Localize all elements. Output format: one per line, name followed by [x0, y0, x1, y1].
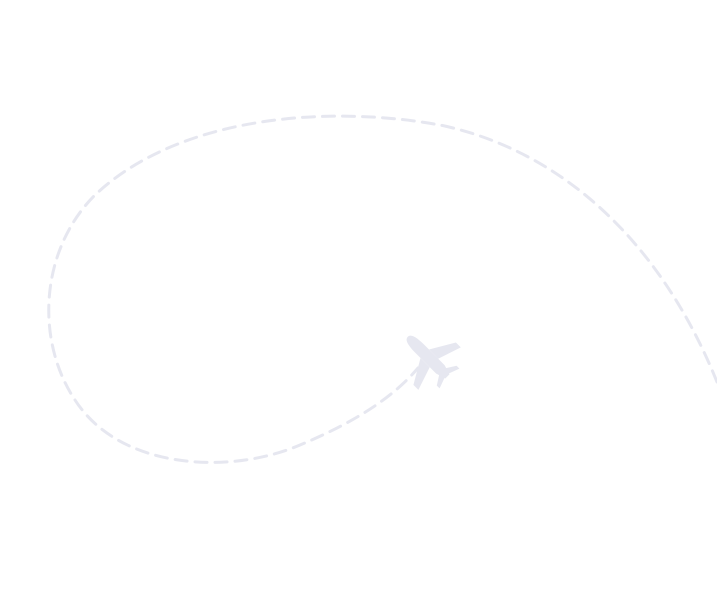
dashed-flight-path [47, 114, 717, 464]
airplane-icon [406, 335, 461, 390]
